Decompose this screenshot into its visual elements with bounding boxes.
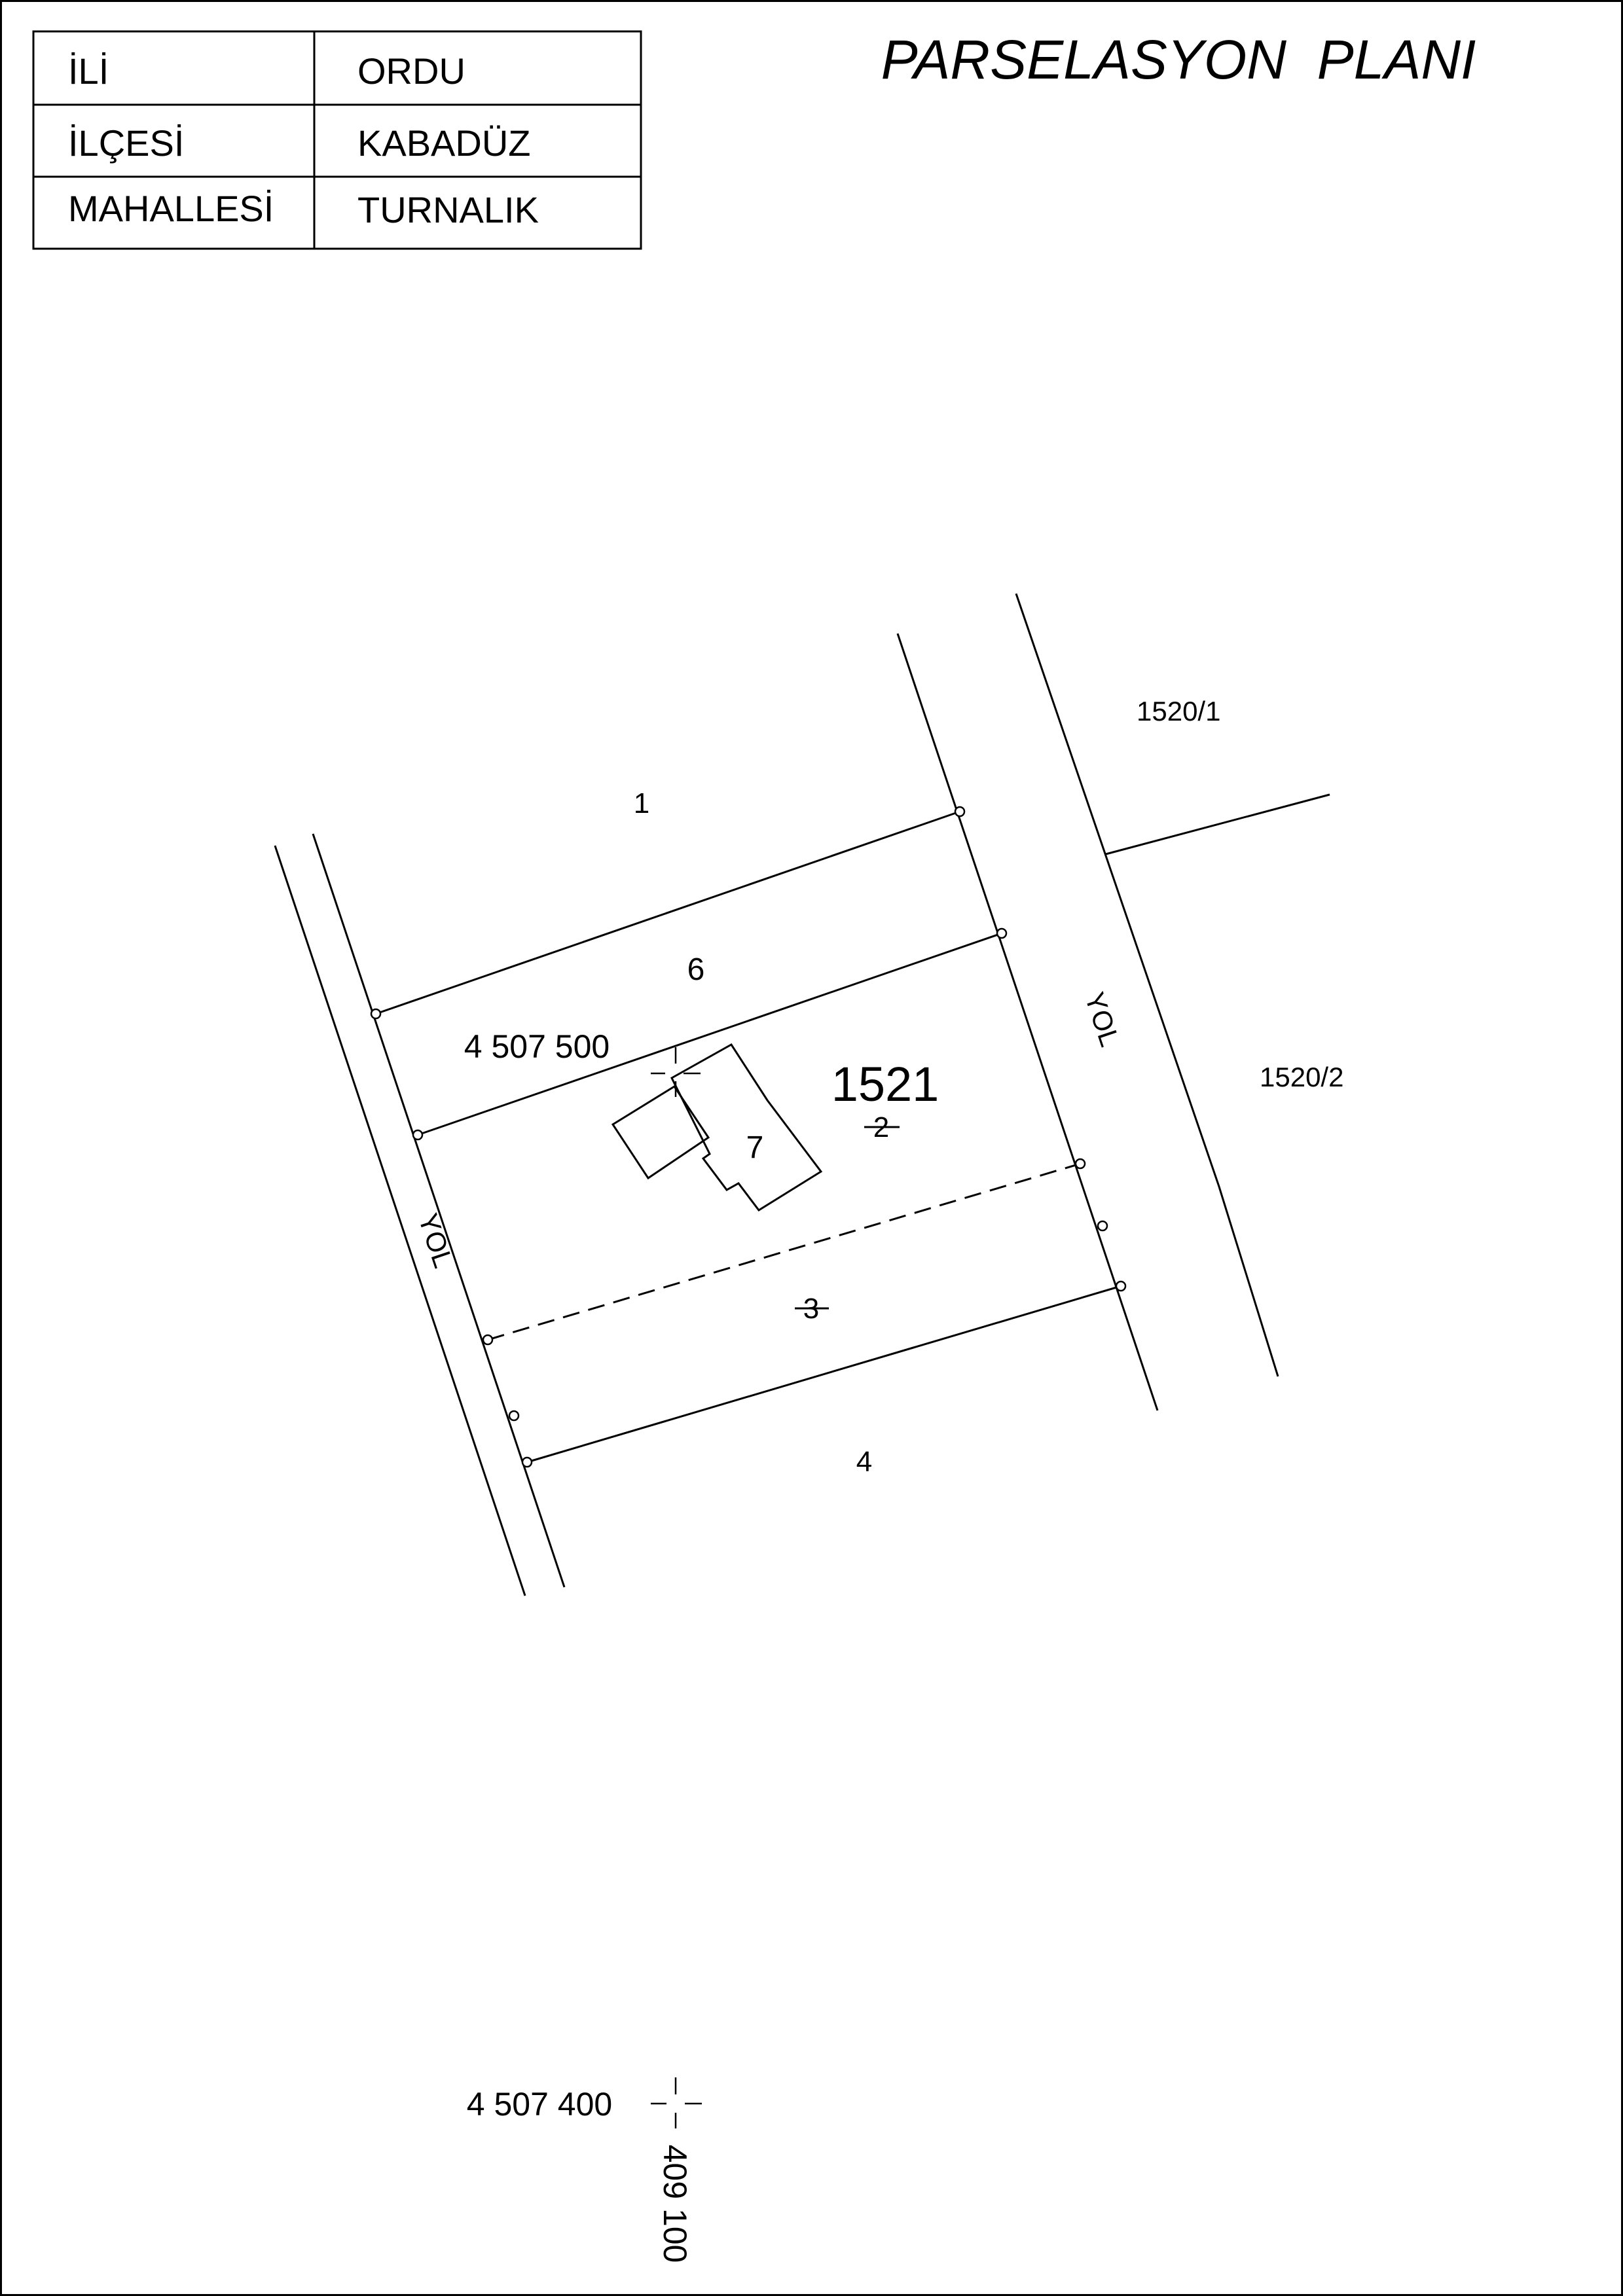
parcel-label-1520-1: 1520/1 xyxy=(1137,696,1220,726)
left-road-outer-edge xyxy=(274,845,526,1596)
grid-cross-lower xyxy=(651,2077,702,2128)
boundary-3-4 xyxy=(526,1285,1122,1463)
info-table xyxy=(32,30,642,250)
parcel-label-1521: 1521 xyxy=(831,1057,939,1111)
parcel-label-1: 1 xyxy=(634,787,649,819)
boundary-points xyxy=(370,806,1127,1468)
coordinate-label-lower: 4 507 400 xyxy=(467,2086,612,2123)
parcel-lines xyxy=(375,810,1122,1463)
building-small xyxy=(611,1085,710,1180)
parcel-label-1520-2: 1520/2 xyxy=(1260,1062,1343,1092)
grid-cross-upper xyxy=(651,1047,701,1097)
info-value-ilce: KABADÜZ xyxy=(357,122,531,164)
info-value-il: ORDU xyxy=(357,50,465,92)
info-value-mahalle: TURNALIK xyxy=(357,189,539,230)
parcel-label-7: 7 xyxy=(746,1130,764,1165)
building-main xyxy=(670,1043,823,1211)
info-key-mahalle: MAHALLESİ xyxy=(68,188,274,229)
parcel-label-6: 6 xyxy=(687,952,705,987)
boundary-7-3-dashed xyxy=(487,1162,1081,1341)
parcel-label-4: 4 xyxy=(856,1446,872,1478)
boundary-1-6 xyxy=(375,810,960,1015)
info-key-ilce: İLÇESİ xyxy=(68,122,184,164)
road-lines xyxy=(274,593,1330,1596)
info-key-il: İLİ xyxy=(68,50,109,92)
road-label-right: YOL xyxy=(1079,988,1125,1050)
boundary-6-7 xyxy=(417,932,1002,1136)
building-footprints xyxy=(611,1043,823,1211)
coordinate-label-easting: 409 100 xyxy=(657,2145,693,2263)
coordinate-label-upper: 4 507 500 xyxy=(464,1028,610,1065)
right-road-parcel-edge xyxy=(896,633,1159,1411)
plan-title: PARSELASYON PLANI xyxy=(881,29,1476,90)
boundary-1520-split xyxy=(1105,793,1330,855)
road-label-left: YOL xyxy=(412,1210,459,1272)
right-road-outer-edge xyxy=(1015,593,1279,1377)
